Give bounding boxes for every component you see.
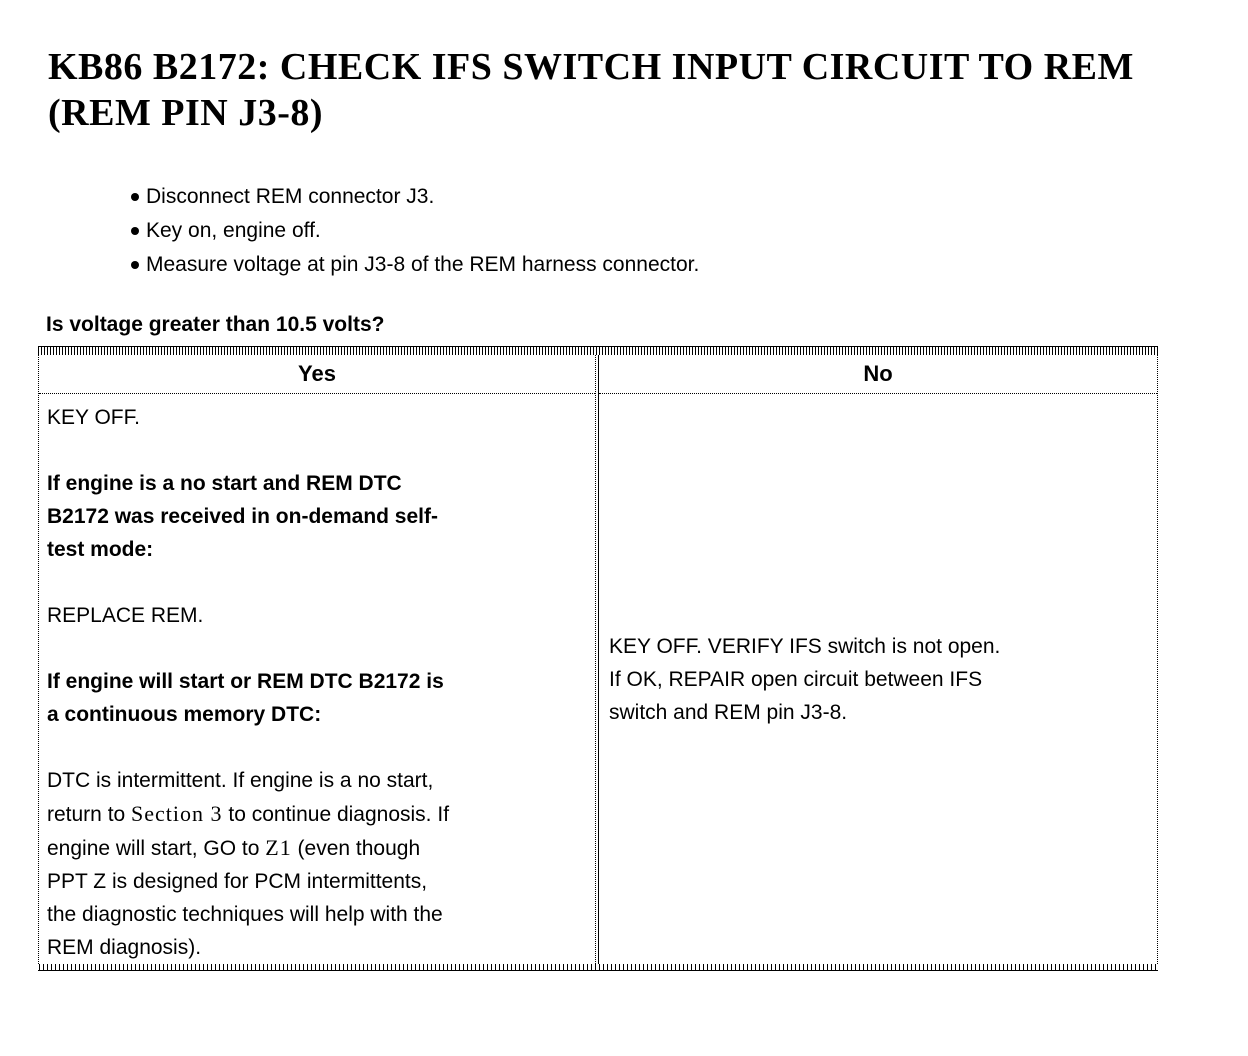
text-line: KEY OFF. — [47, 406, 140, 429]
paragraph-intermittent-diagnosis: DTC is intermittent. If engine is a no s… — [47, 764, 591, 964]
service-manual-page: { "colors": { "text": "#000000", "backgr… — [0, 44, 1248, 1056]
yes-column-header: Yes — [39, 355, 595, 394]
text-line: REM diagnosis). — [47, 936, 202, 959]
text-line: B2172 was received in on-demand self- — [47, 505, 438, 528]
no-column-header: No — [599, 355, 1157, 394]
text-line: engine will start, GO to Z1 (even though — [47, 835, 421, 860]
no-column: No KEY OFF. VERIFY IFS switch is not ope… — [598, 355, 1157, 964]
text-line: a continuous memory DTC: — [47, 703, 322, 726]
paragraph-no-start-condition: If engine is a no start and REM DTC B2172… — [47, 467, 591, 566]
bullet-icon — [131, 193, 139, 201]
table-bottom-border — [38, 964, 1158, 971]
text-line: test mode: — [47, 538, 154, 561]
cross-reference: Section 3 — [131, 801, 223, 826]
text-line: REPLACE REM. — [47, 604, 204, 627]
bullet-icon — [131, 261, 139, 269]
yes-column: Yes KEY OFF. If engine is a no start and… — [39, 355, 596, 964]
text-line: return to Section 3 to continue diagnosi… — [47, 801, 450, 826]
paragraph-replace-rem: REPLACE REM. — [47, 599, 591, 632]
paragraph-key-off: KEY OFF. — [47, 401, 591, 434]
procedure-bullet-list: Disconnect REM connector J3. Key on, eng… — [131, 180, 1248, 282]
table-top-border — [38, 346, 1158, 355]
decision-question: Is voltage greater than 10.5 volts? — [46, 313, 385, 336]
list-item: Key on, engine off. — [131, 214, 1248, 248]
text-line: DTC is intermittent. If engine is a no s… — [47, 769, 434, 792]
paragraph-verify-ifs-switch: KEY OFF. VERIFY IFS switch is not open. I… — [609, 630, 1000, 729]
text-line: KB86 B2172: CHECK IFS SWITCH INPUT CIRCU… — [48, 46, 1134, 88]
decision-table: Yes KEY OFF. If engine is a no start and… — [38, 346, 1158, 971]
text-line: the diagnostic techniques will help with… — [47, 903, 443, 926]
text-line: If OK, REPAIR open circuit between IFS — [609, 667, 983, 691]
bullet-text: Measure voltage at pin J3-8 of the REM h… — [146, 253, 700, 276]
list-item: Measure voltage at pin J3-8 of the REM h… — [131, 248, 1248, 282]
bullet-text: Key on, engine off. — [146, 219, 321, 242]
text-line: If engine is a no start and REM DTC — [47, 472, 402, 495]
paragraph-will-start-condition: If engine will start or REM DTC B2172 is… — [47, 665, 591, 731]
bullet-text: Disconnect REM connector J3. — [146, 185, 435, 208]
list-item: Disconnect REM connector J3. — [131, 180, 1248, 214]
text-line: PPT Z is designed for PCM intermittents, — [47, 870, 428, 893]
cross-reference: Z1 — [265, 835, 292, 860]
table-body: Yes KEY OFF. If engine is a no start and… — [38, 355, 1158, 964]
text-line: switch and REM pin J3-8. — [609, 700, 848, 724]
bullet-icon — [131, 227, 139, 235]
text-line: KEY OFF. VERIFY IFS switch is not open. — [609, 634, 1001, 658]
no-cell: KEY OFF. VERIFY IFS switch is not open. I… — [599, 394, 1157, 964]
page-title: KB86 B2172: CHECK IFS SWITCH INPUT CIRCU… — [48, 44, 1200, 136]
text-line: If engine will start or REM DTC B2172 is — [47, 670, 444, 693]
yes-cell: KEY OFF. If engine is a no start and REM… — [39, 394, 595, 964]
text-line: (REM PIN J3-8) — [48, 92, 324, 134]
